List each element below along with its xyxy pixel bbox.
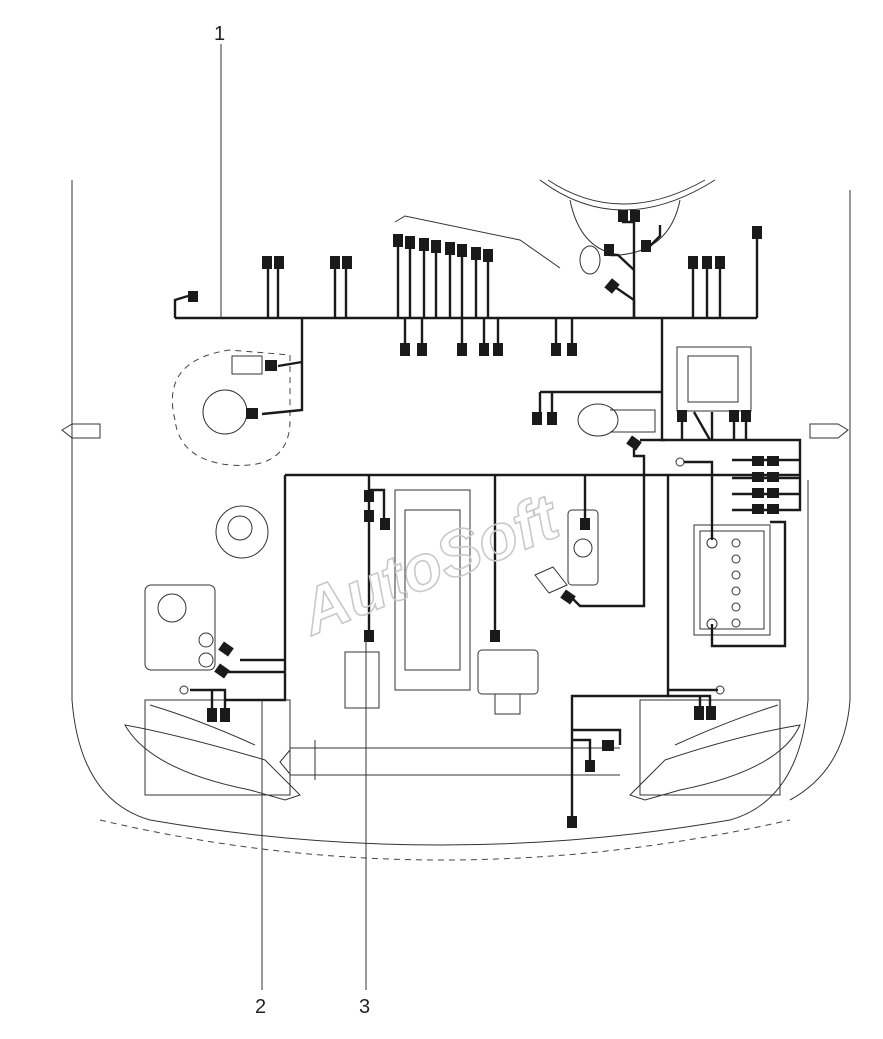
callout-3: 3 <box>359 996 370 1018</box>
connector <box>752 456 764 466</box>
connector <box>457 244 467 257</box>
callout-2: 2 <box>255 996 266 1018</box>
connector <box>580 518 590 530</box>
connector <box>767 488 779 498</box>
connector <box>767 472 779 482</box>
starter-motor <box>534 509 599 594</box>
connector <box>767 456 779 466</box>
connector <box>729 410 739 422</box>
connector <box>567 343 577 356</box>
connector <box>364 490 374 502</box>
dashboard-outline <box>394 215 561 269</box>
connector <box>479 343 489 356</box>
horn <box>215 505 269 559</box>
connector <box>218 641 234 657</box>
vehicle-body-outline <box>61 180 851 861</box>
connector <box>752 472 764 482</box>
steering-column <box>539 179 716 275</box>
connector <box>560 589 576 605</box>
connector <box>493 343 503 356</box>
connector <box>262 256 272 269</box>
right-headlamp <box>629 699 801 801</box>
connector <box>417 343 427 356</box>
connector <box>274 256 284 269</box>
connector <box>405 236 415 249</box>
ground-terminals <box>179 457 725 695</box>
connector <box>364 630 374 642</box>
control-unit <box>676 346 752 412</box>
connector <box>567 816 577 828</box>
callout-leaders <box>220 44 367 990</box>
connector <box>741 410 751 422</box>
connector <box>188 291 198 302</box>
connector <box>330 256 340 269</box>
connector <box>547 412 557 425</box>
connector <box>380 518 390 530</box>
connector <box>265 360 277 371</box>
wiring-harness <box>173 220 802 820</box>
connector <box>207 708 217 722</box>
brake-booster <box>577 403 656 437</box>
watermark: AutoSoft <box>289 480 571 650</box>
connector <box>457 343 467 356</box>
connector <box>641 240 651 252</box>
connector <box>551 343 561 356</box>
connector <box>752 488 764 498</box>
connector <box>688 256 698 269</box>
connector <box>702 256 712 269</box>
connector <box>602 740 614 751</box>
connector <box>752 504 764 514</box>
connector <box>471 247 481 260</box>
fuse-box <box>144 584 216 671</box>
connector <box>767 504 779 514</box>
engine-block <box>344 489 539 715</box>
connector <box>342 256 352 269</box>
connector <box>220 708 230 722</box>
connector <box>431 240 441 253</box>
connector <box>618 210 628 222</box>
connector <box>483 249 493 262</box>
connector <box>419 238 429 251</box>
connector <box>214 663 230 679</box>
connector <box>246 408 258 419</box>
battery <box>693 524 771 636</box>
connector <box>585 760 595 772</box>
connector <box>604 278 620 294</box>
connector <box>490 630 500 642</box>
connector <box>677 410 687 422</box>
connector <box>630 210 640 222</box>
connector <box>752 226 762 239</box>
connector <box>715 256 725 269</box>
connector <box>604 244 614 256</box>
connector <box>626 435 642 451</box>
callout-1: 1 <box>214 23 225 45</box>
connector <box>706 706 716 720</box>
connector <box>393 234 403 247</box>
radiator-support <box>279 740 620 780</box>
connectors <box>188 210 779 828</box>
connector <box>445 242 455 255</box>
connector <box>694 706 704 720</box>
connector <box>364 510 374 522</box>
connector <box>400 343 410 356</box>
connector <box>532 412 542 425</box>
